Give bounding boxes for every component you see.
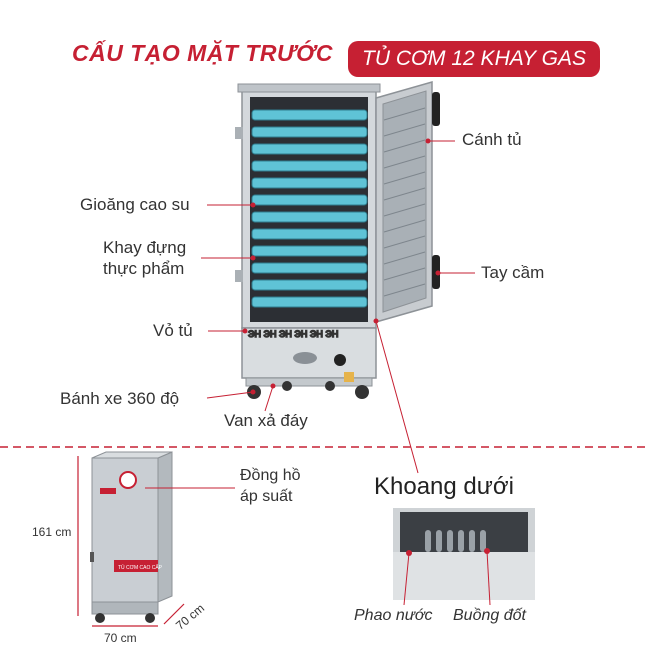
label-gauge-line1: Đồng hồ [240, 467, 301, 484]
door-handle-top [432, 92, 440, 126]
small-cabinet-image: TỦ CƠM CAO CẤP [90, 451, 173, 623]
label-tray-line2: thực phẩm [103, 259, 185, 278]
product-title-badge: TỦ CƠM 12 KHAY GAS [348, 41, 600, 77]
small-cabinet-brand: TỦ CƠM CAO CẤP [118, 564, 163, 571]
label-burner-chamber: Buồng đốt [453, 607, 526, 624]
label-wheel: Bánh xe 360 độ [60, 389, 180, 408]
label-lower-chamber: Khoang dưới [374, 473, 514, 500]
label-gauge-line2: áp suất [240, 488, 293, 505]
label-tray-line1: Khay đựng [103, 238, 187, 257]
svg-text:ЭH ЭH ЭH ЭH ЭH ЭH: ЭH ЭH ЭH ЭH ЭH ЭH [248, 329, 338, 339]
lower-chamber-photo [393, 508, 535, 600]
label-water-float: Phao nước [354, 607, 433, 624]
label-door: Cánh tủ [462, 130, 522, 149]
label-drain-valve: Van xả đáy [224, 411, 308, 430]
dimension-width: 70 cm [104, 631, 137, 645]
label-rubber-gasket: Gioăng cao su [80, 195, 190, 214]
dimension-height: 161 cm [32, 525, 72, 539]
section-title: CẤU TẠO MẶT TRƯỚC [72, 40, 333, 66]
label-shell: Vỏ tủ [153, 321, 193, 340]
food-trays [251, 109, 368, 308]
label-handle: Tay cầm [481, 263, 545, 282]
